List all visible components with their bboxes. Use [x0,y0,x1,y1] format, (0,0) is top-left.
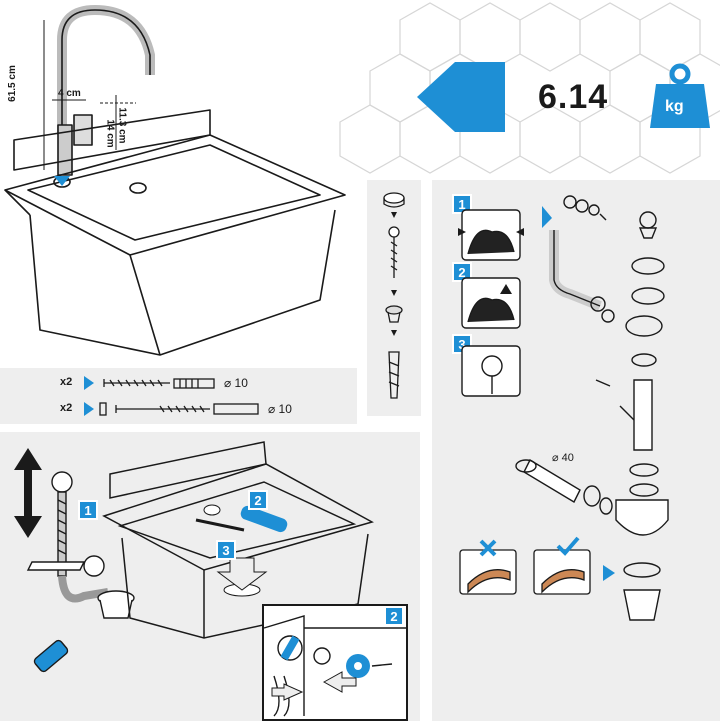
screw-sequence-panel [367,180,421,416]
weight-icon [650,63,710,128]
detail-inset-illustration [263,615,406,717]
waste-pipe-diameter: ⌀ 40 [552,452,574,464]
weight-unit: kg [665,98,684,115]
fixings-illustration [84,376,259,416]
weight-value: 6.14 [538,78,609,116]
sink-with-faucet-illustration [4,5,346,356]
cross-icon [479,539,497,557]
step-badge-detail-2: 2 [384,606,404,626]
step-badge-mount-2: 2 [248,490,268,510]
sink-mounting-illustration [102,441,374,639]
step-badge-drain-1: 1 [78,500,98,520]
back-arrow-icon [417,62,505,132]
dimension-height: 61.5 cm [6,65,18,102]
drain-hose-illustration [26,471,135,673]
fixing-diameter-1: ⌀ 10 [224,376,248,390]
move-arrow-icon [14,448,42,538]
dimension-depth: 14 cm [104,119,116,148]
step-badge-mount-3: 3 [216,540,236,560]
check-icon [556,536,580,556]
cleaning-steps-illustration [458,209,524,397]
fixing-qty-2: x2 [60,402,73,414]
dimension-width: 4 cm [58,88,81,99]
fixing-qty-1: x2 [60,376,73,388]
detail-inset [262,604,408,721]
fixing-diameter-2: ⌀ 10 [268,402,292,416]
fixings-panel [0,368,357,424]
play-icon [603,565,615,581]
drain-assembly-panel [432,180,720,721]
dimension-spout-height: 11.3 cm [116,107,128,144]
screw-sequence-illustration [383,192,405,399]
drain-kit-exploded-view [515,195,669,621]
